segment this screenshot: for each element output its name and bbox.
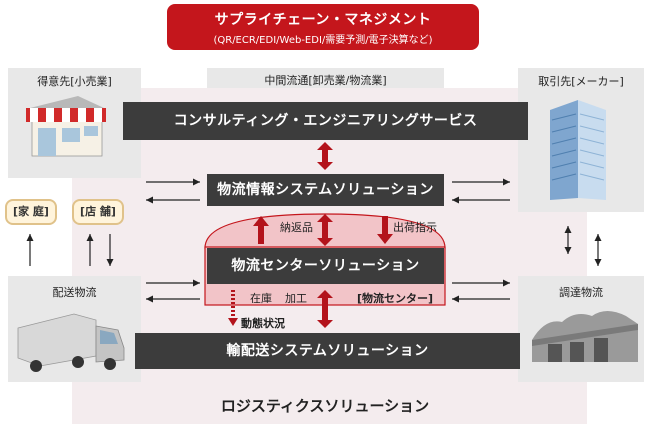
store-illustration <box>26 96 106 157</box>
delivery-label: 配送物流 <box>52 286 97 299</box>
supplier-label: 取引先[メーカー] <box>538 75 624 88</box>
customer-label: 得意先[小売業] <box>37 75 112 88</box>
store-tag: [店 舗] <box>72 199 124 225</box>
footer-title: ロジスティクスソリューション <box>220 397 430 415</box>
center-solution-bar: 物流センターソリューション <box>207 248 444 284</box>
home-tag: [家 庭] <box>5 199 57 225</box>
truck-illustration <box>17 313 125 372</box>
info-system-bar: 物流情報システムソリューション <box>207 174 444 206</box>
header-subtitle: (QR/ECR/EDI/Web-EDI/需要予測/電子決算など) <box>213 35 433 46</box>
consulting-bar: コンサルティング・エンジニアリングサービス <box>123 102 528 140</box>
center-top-panel <box>207 68 444 88</box>
procurement-label: 調達物流 <box>559 286 603 299</box>
inventory-label: 在庫 <box>250 292 272 305</box>
header-title: サプライチェーン・マネジメント <box>214 12 432 28</box>
wholesale-label: 中間流通[卸売業/物流業] <box>264 74 387 87</box>
status-label: 動態状況 <box>241 317 285 330</box>
office-building-illustration <box>550 100 606 200</box>
shipping-instruction-label: 出荷指示 <box>393 221 437 234</box>
transport-bar: 輸配送システムソリューション <box>135 333 520 369</box>
returns-label: 納返品 <box>280 221 313 234</box>
center-tag: [物流センター] <box>357 292 434 305</box>
supply-chain-header: サプライチェーン・マネジメント (QR/ECR/EDI/Web-EDI/需要予測… <box>167 4 479 50</box>
warehouse-illustration <box>532 311 638 362</box>
processing-label: 加工 <box>285 292 307 305</box>
